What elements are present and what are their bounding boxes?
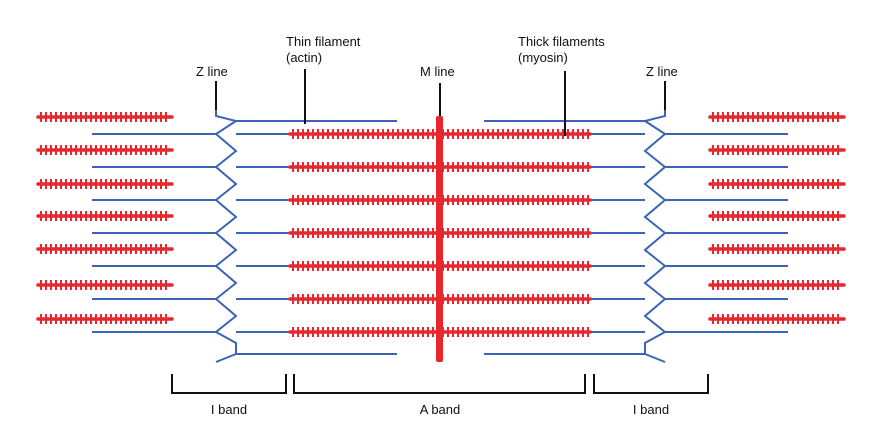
i-band-left-bracket [171, 374, 287, 394]
thin-filament-label: Thin filament [286, 34, 361, 49]
myosin-filament-left [36, 211, 174, 221]
z-line-right-label: Z line [646, 64, 678, 79]
myosin-filament-right [708, 179, 846, 189]
z-line-right [642, 110, 667, 363]
i-band-right-bracket [593, 374, 709, 394]
z-line-group [214, 110, 667, 363]
myosin-filament-right [708, 211, 846, 221]
myosin-filament-right [708, 280, 846, 290]
a-band-bracket [293, 374, 586, 394]
thick-filament-label: Thick filaments [518, 34, 605, 49]
myosin-filament-left [36, 179, 174, 189]
myosin-filament-right [708, 314, 846, 324]
m-line [436, 116, 443, 362]
z-line-left [214, 110, 239, 363]
myosin-filament-left [36, 112, 174, 122]
myosin-filament-left [36, 145, 174, 155]
i-band-right-label: I band [633, 402, 669, 417]
z-line-left-label: Z line [196, 64, 228, 79]
m-line-label: M line [420, 64, 455, 79]
myosin-filament-left [36, 280, 174, 290]
myosin-filament-right [708, 145, 846, 155]
band-brackets [171, 374, 709, 394]
a-band-label: A band [420, 402, 461, 417]
myosin-filament-right [708, 244, 846, 254]
myosin-label: (myosin) [518, 50, 568, 65]
myosin-filament-left [36, 244, 174, 254]
label-pointers [215, 69, 666, 136]
myosin-filament-right [708, 112, 846, 122]
myosin-filament-left [36, 314, 174, 324]
actin-label: (actin) [286, 50, 322, 65]
i-band-left-label: I band [211, 402, 247, 417]
